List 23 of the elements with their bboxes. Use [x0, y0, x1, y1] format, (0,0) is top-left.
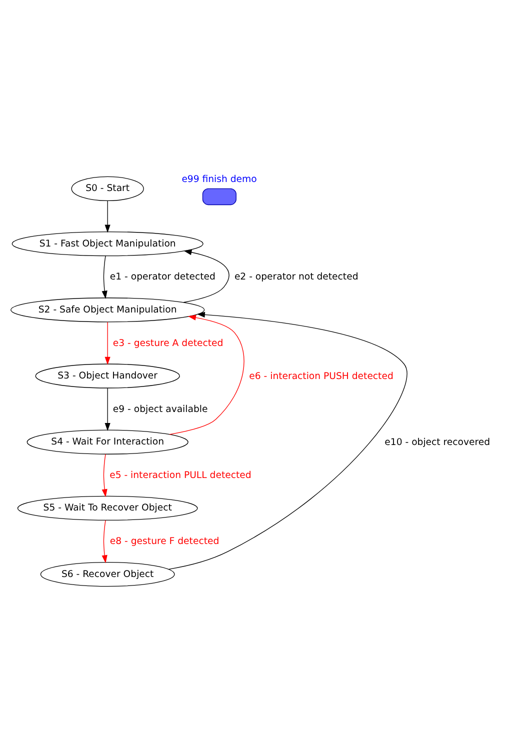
arrow — [102, 256, 108, 299]
arrow — [104, 388, 110, 431]
arrow — [104, 200, 110, 233]
edge-label: e6 - interaction PUSH detected — [249, 370, 394, 382]
arrow — [104, 322, 110, 365]
edge-label: e10 - object recovered — [384, 436, 490, 448]
edge-label: e8 - gesture F detected — [110, 536, 220, 548]
node-ellipse: S6 - Recover Object — [40, 562, 175, 587]
arrow — [168, 312, 408, 570]
edge-label: e9 - object available — [112, 404, 208, 415]
edge-label: e1 - operator detected — [110, 272, 216, 283]
arrow — [102, 520, 108, 564]
node-label: e99 finish demo — [182, 174, 257, 186]
node-ellipse: S5 - Wait To Recover Object — [17, 496, 198, 521]
edge-label: e2 - operator not detected — [234, 272, 358, 283]
node-ellipse: S0 - Start — [71, 176, 144, 202]
arrow — [102, 454, 108, 498]
arrow — [169, 314, 244, 435]
node-ellipse: S4 - Wait For Interaction — [26, 430, 188, 454]
edge-label: e5 - interaction PULL detected — [110, 470, 252, 481]
arrow — [183, 250, 230, 303]
edge-label: e3 - gesture A detected — [112, 338, 224, 349]
node-ellipse: S3 - Object Handover — [35, 364, 180, 388]
